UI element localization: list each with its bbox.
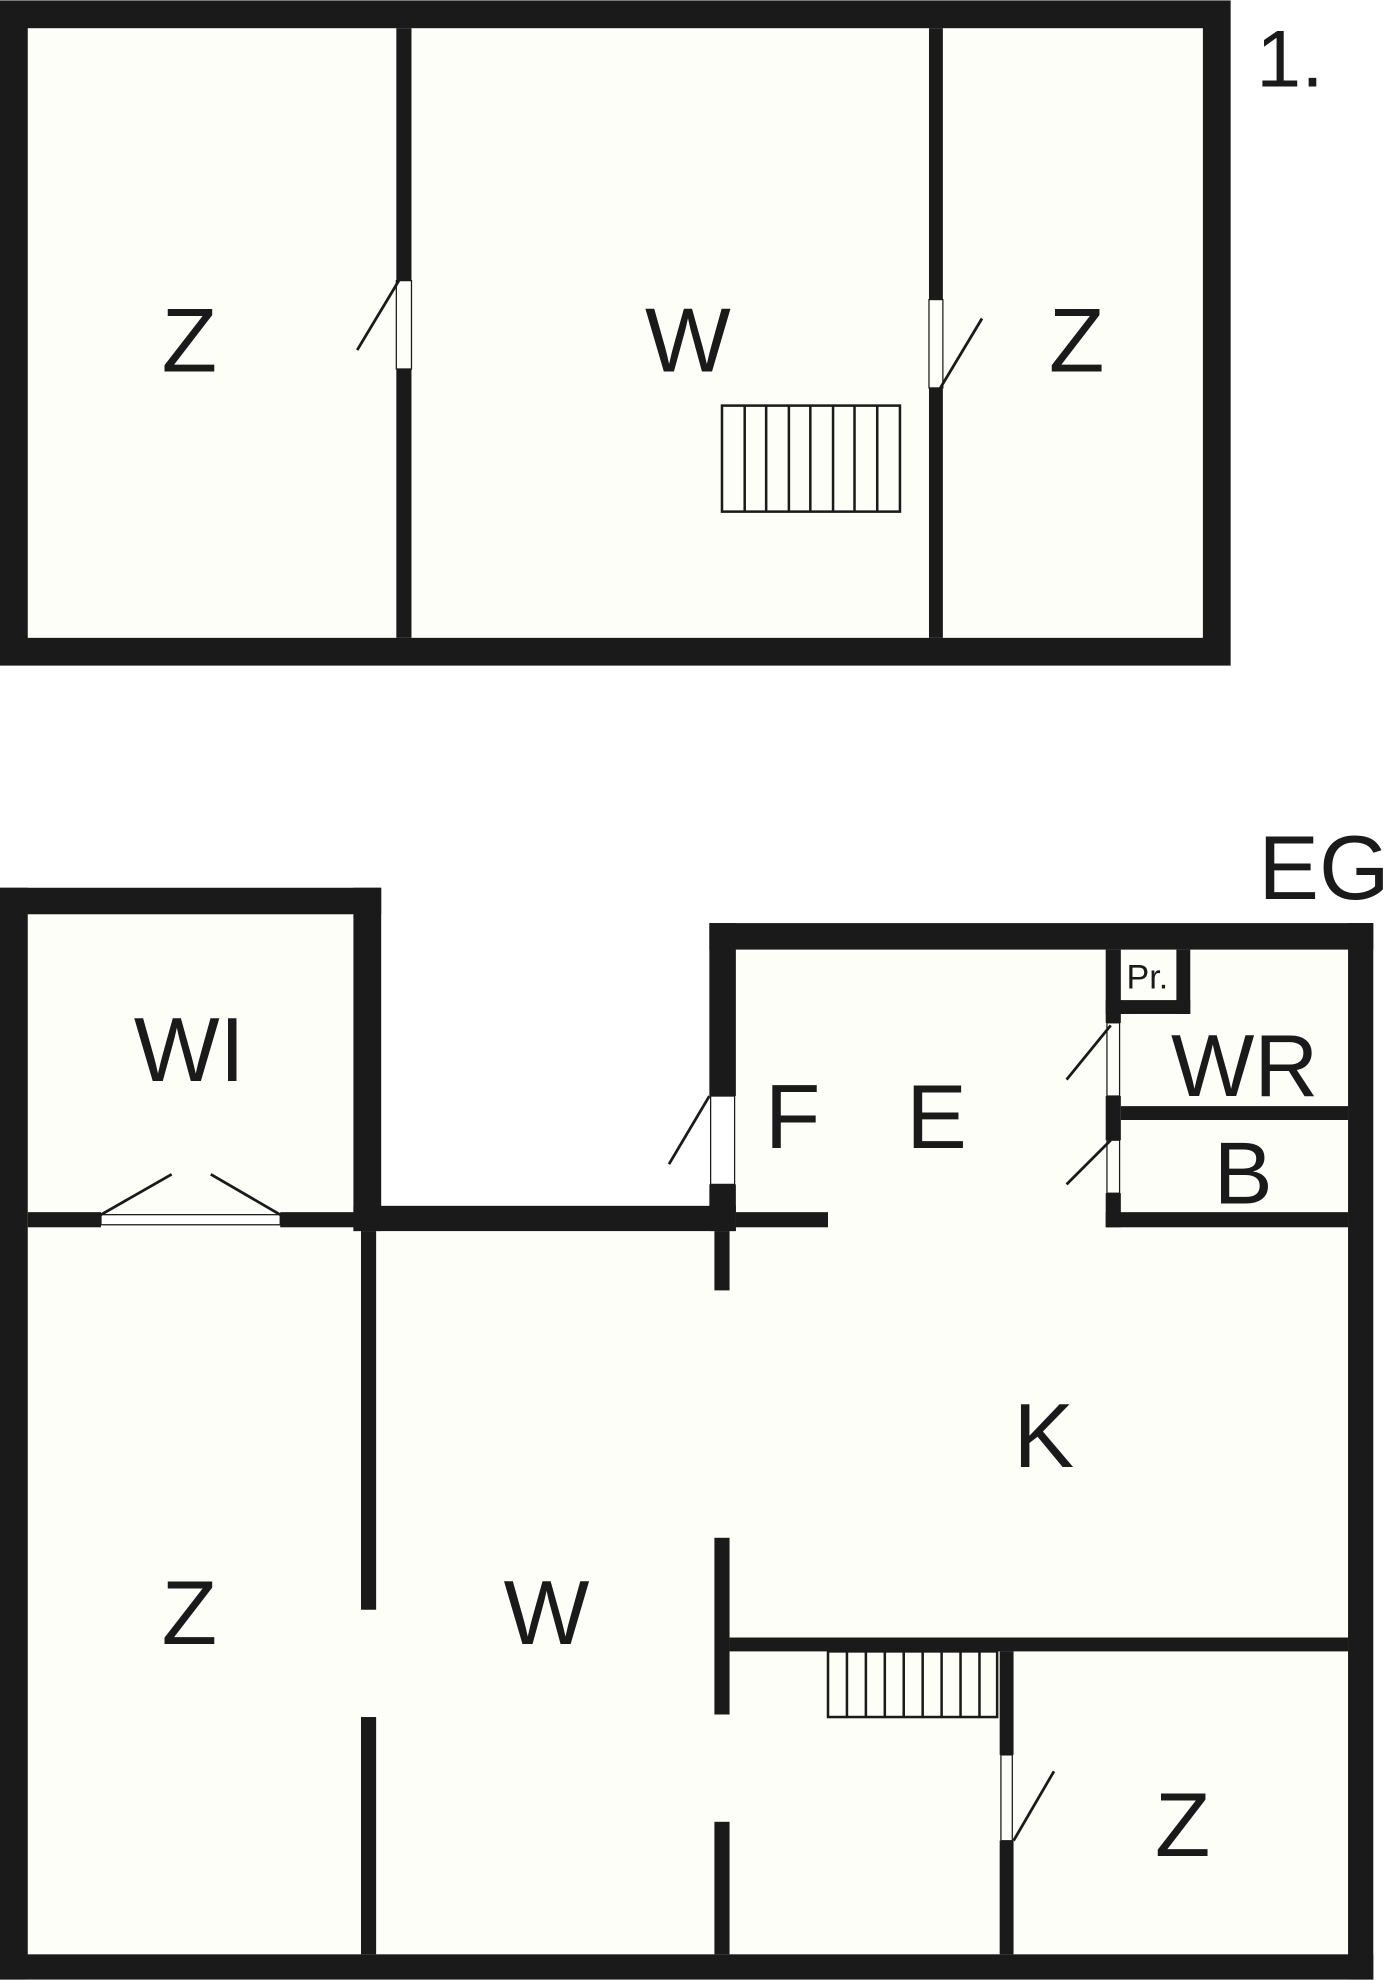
wall	[709, 923, 1374, 950]
upper-floor: Z W Z 1.	[0, 0, 1324, 666]
level-label: EG	[1258, 818, 1389, 919]
room-label: E	[906, 1067, 967, 1168]
wall	[0, 887, 28, 1980]
wall	[0, 1954, 1374, 1980]
door-swing	[667, 1095, 711, 1165]
wall	[0, 887, 382, 915]
wall	[396, 368, 412, 638]
wall	[280, 1212, 356, 1228]
wall	[928, 387, 943, 638]
room-label: F	[765, 1067, 821, 1168]
double-door-swing	[210, 1173, 281, 1216]
wall	[709, 1184, 736, 1232]
room-label: WI	[134, 1000, 245, 1101]
wall	[714, 1537, 730, 1715]
wall	[1176, 949, 1191, 1014]
room-label: Z	[1155, 1775, 1211, 1876]
wall	[729, 1637, 1349, 1652]
wall	[1105, 1096, 1121, 1141]
room-label: Pr.	[1127, 959, 1169, 997]
wall	[1105, 1000, 1191, 1014]
wall	[714, 1231, 730, 1291]
wall	[1120, 1106, 1349, 1121]
wall	[1105, 1212, 1349, 1228]
wall	[360, 1231, 377, 1610]
double-door-swing	[100, 1173, 173, 1216]
room-label: WR	[1171, 1016, 1318, 1115]
stairs	[826, 1650, 999, 1719]
room-label: Z	[1049, 291, 1105, 392]
wall	[709, 923, 736, 1097]
ground-floor: WI F E Pr. WR B K Z W Z EG	[0, 818, 1390, 1980]
room-label: Z	[162, 291, 218, 392]
wall	[999, 1651, 1014, 1755]
stairs	[720, 404, 902, 513]
wall	[714, 1821, 730, 1955]
wall	[353, 887, 382, 1232]
room-label: Z	[162, 1563, 218, 1664]
room-label: B	[1214, 1123, 1273, 1222]
wall	[353, 1205, 736, 1232]
door-swing	[939, 317, 984, 389]
wall	[928, 28, 943, 300]
door-swing	[1012, 1770, 1056, 1842]
wall	[396, 28, 412, 281]
wall	[27, 1212, 101, 1228]
wall	[999, 1840, 1014, 1955]
wall	[360, 1717, 377, 1955]
door-swing	[1065, 1024, 1112, 1081]
level-label: 1.	[1256, 14, 1323, 104]
room-label: W	[504, 1563, 590, 1664]
wall	[1348, 923, 1374, 1980]
room-label: K	[1014, 1386, 1075, 1487]
door-swing	[356, 279, 401, 351]
room-label: W	[645, 291, 731, 392]
wall	[735, 1212, 829, 1228]
door-swing	[1065, 1139, 1112, 1186]
